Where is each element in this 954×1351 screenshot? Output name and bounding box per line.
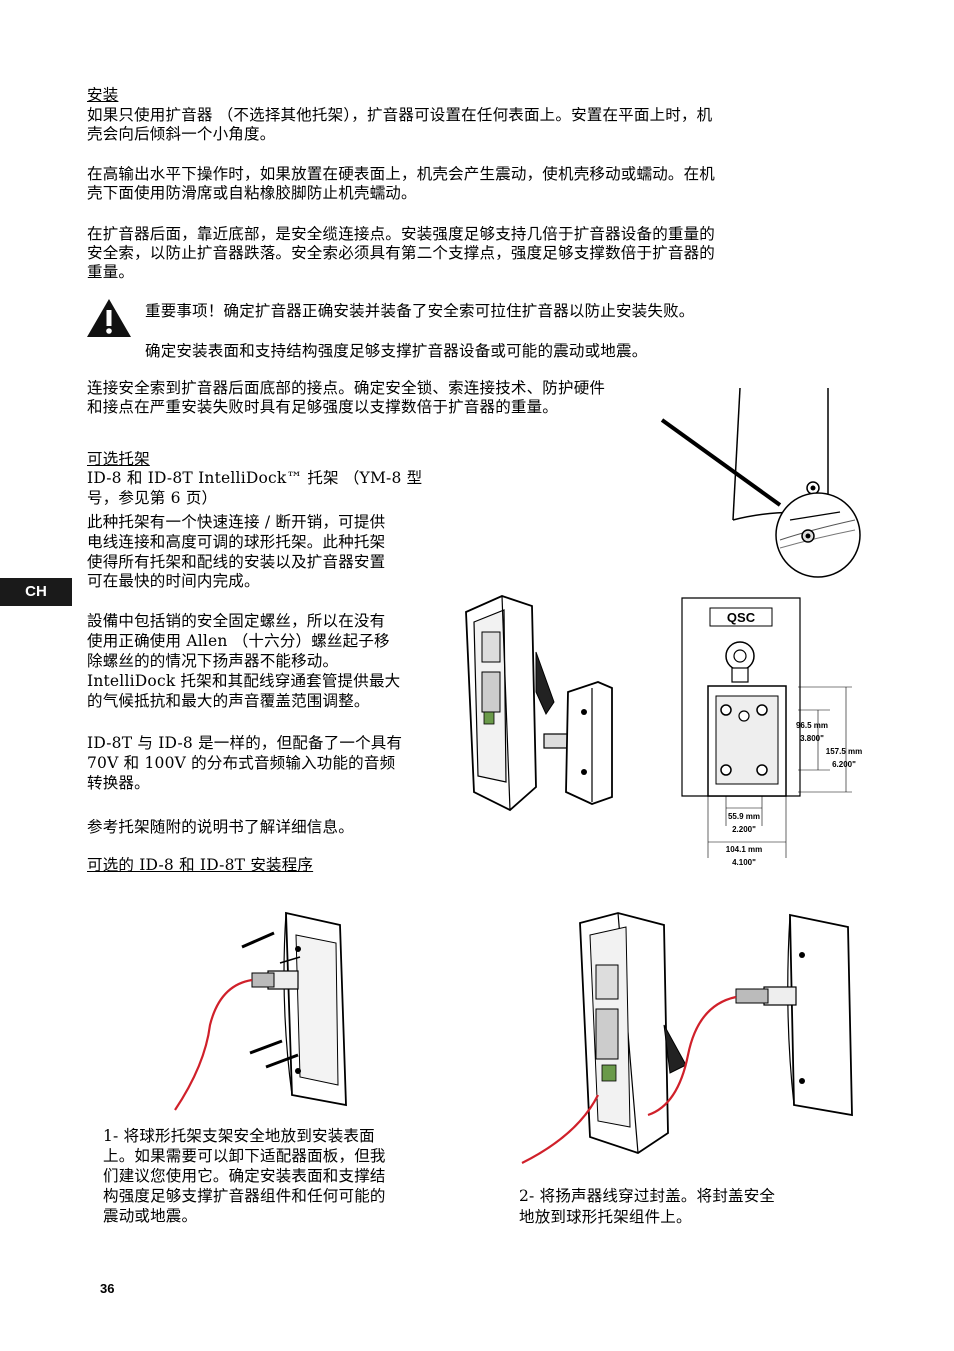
- warning-line1: 重要事项！确定扩音器正确安装并装备了安全索可拉住扩音器以防止安装失败。: [145, 302, 695, 320]
- optional-line5: 使得所有托架和配线的安装以及扩音器安置: [87, 553, 386, 571]
- step1-line3: 们建议您使用它。确定安装表面和支撑结: [103, 1167, 386, 1185]
- dim-hole-spacing-mm: 55.9 mm: [728, 812, 760, 821]
- optional-line8: 使用正确使用 Allen （十六分）螺丝起子移: [87, 632, 390, 650]
- install-heading: 安装: [87, 86, 119, 104]
- optional-line11: 的气候抵抗和最大的声音覆盖范围调整。: [87, 692, 370, 710]
- install-p3-line3: 重量。: [87, 263, 135, 281]
- bracket-speaker-illustration: [465, 595, 613, 812]
- safety-line1: 连接安全索到扩音器后面底部的接点。确定安全锁、索连接技术、防护硬件: [87, 379, 606, 397]
- page-number: 36: [100, 1281, 115, 1296]
- dim-width-mm: 96.5 mm: [796, 721, 828, 730]
- install-p2-line2: 壳下面使用防滑席或自粘橡胶脚防止机壳蠕动。: [87, 184, 417, 202]
- dim-plate-width-mm: 104.1 mm: [726, 845, 762, 854]
- install-p1-line2: 壳会向后倾斜一个小角度。: [87, 125, 276, 143]
- optional-line6: 可在最快的时间内完成。: [87, 572, 260, 590]
- optional-line1: ID-8 和 ID-8T IntelliDock™ 托架 （YM-8 型: [87, 469, 423, 487]
- brand-logo: QSC: [727, 610, 756, 625]
- optional-line12: ID-8T 与 ID-8 是一样的，但配备了一个具有: [87, 734, 403, 752]
- dim-width-in: 3.800": [800, 734, 824, 743]
- step1-line4: 构强度足够支撑扩音器组件和任何可能的: [103, 1187, 386, 1205]
- step2-line2: 地放到球形托架组件上。: [519, 1208, 692, 1226]
- mounting-dimension-diagram: QSC 96.5 mm 3.800" 157.5 mm 6.200" 55.9 …: [681, 597, 862, 867]
- install-p1-line1: 如果只使用扩音器 （不选择其他托架），扩音器可设置在任何表面上。安置在平面上时，…: [87, 106, 713, 124]
- optional-line14: 转换器。: [87, 774, 150, 792]
- step1-line2: 上。如果需要可以卸下适配器面板，但我: [103, 1147, 386, 1165]
- install-p3-line2: 安全索，以防止扩音器跌落。安全索必须具有第二个支撑点，强度足够支撑数倍于扩音器的: [87, 244, 716, 262]
- optional-line7: 設備中包括销的安全固定螺丝，所以在没有: [87, 612, 386, 630]
- step1-illustration: [174, 911, 347, 1111]
- optional-line2: 号，参见第 6 页）: [87, 489, 218, 507]
- warning-line2: 确定安装表面和支持结构强度足够支撑扩音器设备或可能的震动或地震。: [145, 342, 648, 360]
- optional-line4: 电线连接和高度可调的球形托架。此种托架: [87, 533, 386, 551]
- procedure-heading: 可选的 ID-8 和 ID-8T 安装程序: [87, 856, 314, 874]
- install-p2-line1: 在高输出水平下操作时，如果放置在硬表面上，机壳会产生震动，使机壳移动或蠕动。在机: [87, 165, 716, 183]
- warning-icon: [87, 299, 131, 337]
- dim-height-in: 6.200": [832, 760, 856, 769]
- install-p3-line1: 在扩音器后面，靠近底部，是安全缆连接点。安装强度足够支持几倍于扩音器设备的重量的: [87, 225, 716, 243]
- optional-line15: 参考托架随附的说明书了解详细信息。: [87, 818, 354, 836]
- safety-point-illustration: [660, 387, 861, 578]
- step2-line1: 2- 将扬声器线穿过封盖。将封盖安全: [519, 1187, 776, 1205]
- optional-line9: 除螺丝的的情况下扬声器不能移动。: [87, 652, 339, 670]
- dim-height-mm: 157.5 mm: [826, 747, 862, 756]
- optional-line13: 70V 和 100V 的分布式音频输入功能的音频: [87, 754, 396, 772]
- language-tab: CH: [0, 578, 72, 606]
- dim-plate-width-in: 4.100": [732, 858, 756, 867]
- optional-line10: IntelliDock 托架和其配线穿通套管提供最大: [87, 672, 401, 690]
- step1-line1: 1- 将球形托架支架安全地放到安装表面: [103, 1127, 375, 1145]
- optional-heading: 可选托架: [87, 450, 150, 468]
- dim-hole-spacing-in: 2.200": [732, 825, 756, 834]
- step2-illustration: [521, 912, 853, 1164]
- safety-line2: 和接点在严重安装失败时具有足够强度以支撑数倍于扩音器的重量。: [87, 398, 559, 416]
- step1-line5: 震动或地震。: [103, 1207, 198, 1225]
- optional-line3: 此种托架有一个快速连接 / 断开销，可提供: [87, 513, 386, 531]
